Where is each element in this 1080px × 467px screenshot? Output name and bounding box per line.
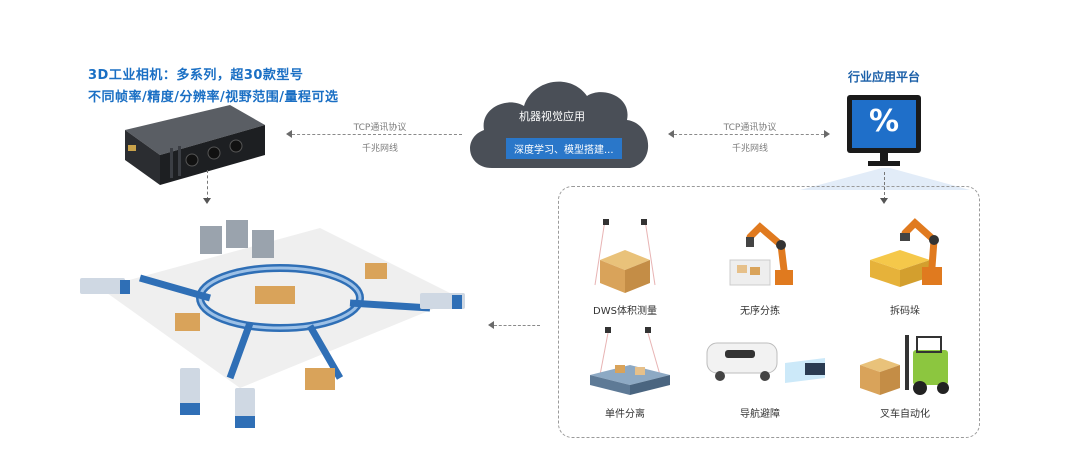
camera-headline-2: 不同帧率/精度/分辨率/视野范围/量程可选 <box>88 90 339 105</box>
camera-headline-1: 3D工业相机：多系列，超30款型号 <box>88 68 304 83</box>
warehouse-logistics-illustration <box>80 220 465 428</box>
percent-icon: % <box>868 104 900 139</box>
warehouse-arrowhead <box>488 321 494 329</box>
platform-down-arrowhead <box>880 198 888 204</box>
cloud-subtitle: 深度学习、模型搭建... <box>506 138 622 159</box>
conveyor-singulation-icon <box>590 327 670 395</box>
3d-camera-icon <box>125 105 265 185</box>
robot-arm-picking-icon <box>729 222 793 286</box>
robot-arm-palletizing-icon <box>870 218 942 287</box>
monitor-icon <box>847 95 921 166</box>
camera-down-line <box>207 170 208 200</box>
right-link-line <box>674 134 824 135</box>
right-link-arrowhead-left <box>668 130 674 138</box>
app-label-forklift: 叉车自动化 <box>880 409 930 420</box>
agv-robot-icon <box>706 342 825 383</box>
right-link-arrowhead-right <box>824 130 830 138</box>
cloud-title: 机器视觉应用 <box>519 110 585 123</box>
app-label-singulation: 单件分离 <box>605 409 645 420</box>
camera-down-arrowhead <box>203 198 211 204</box>
app-label-picking: 无序分拣 <box>740 306 780 317</box>
warehouse-link-line <box>494 325 540 326</box>
app-label-palletizing: 拆码垛 <box>890 306 920 317</box>
app-label-dws: DWS体积测量 <box>593 306 657 317</box>
right-protocol-label: TCP通讯协议 <box>723 123 777 133</box>
left-link-line <box>292 134 462 135</box>
left-protocol-label: TCP通讯协议 <box>353 123 407 133</box>
right-network-label: 千兆网线 <box>731 144 768 154</box>
box-scan-icon <box>594 219 656 293</box>
app-label-navigation: 导航避障 <box>740 409 780 420</box>
applications-panel <box>558 186 980 438</box>
light-beam <box>800 168 970 190</box>
platform-title: 行业应用平台 <box>848 70 921 84</box>
left-link-arrowhead-left <box>286 130 292 138</box>
forklift-icon <box>860 335 949 395</box>
left-network-label: 千兆网线 <box>361 144 398 154</box>
